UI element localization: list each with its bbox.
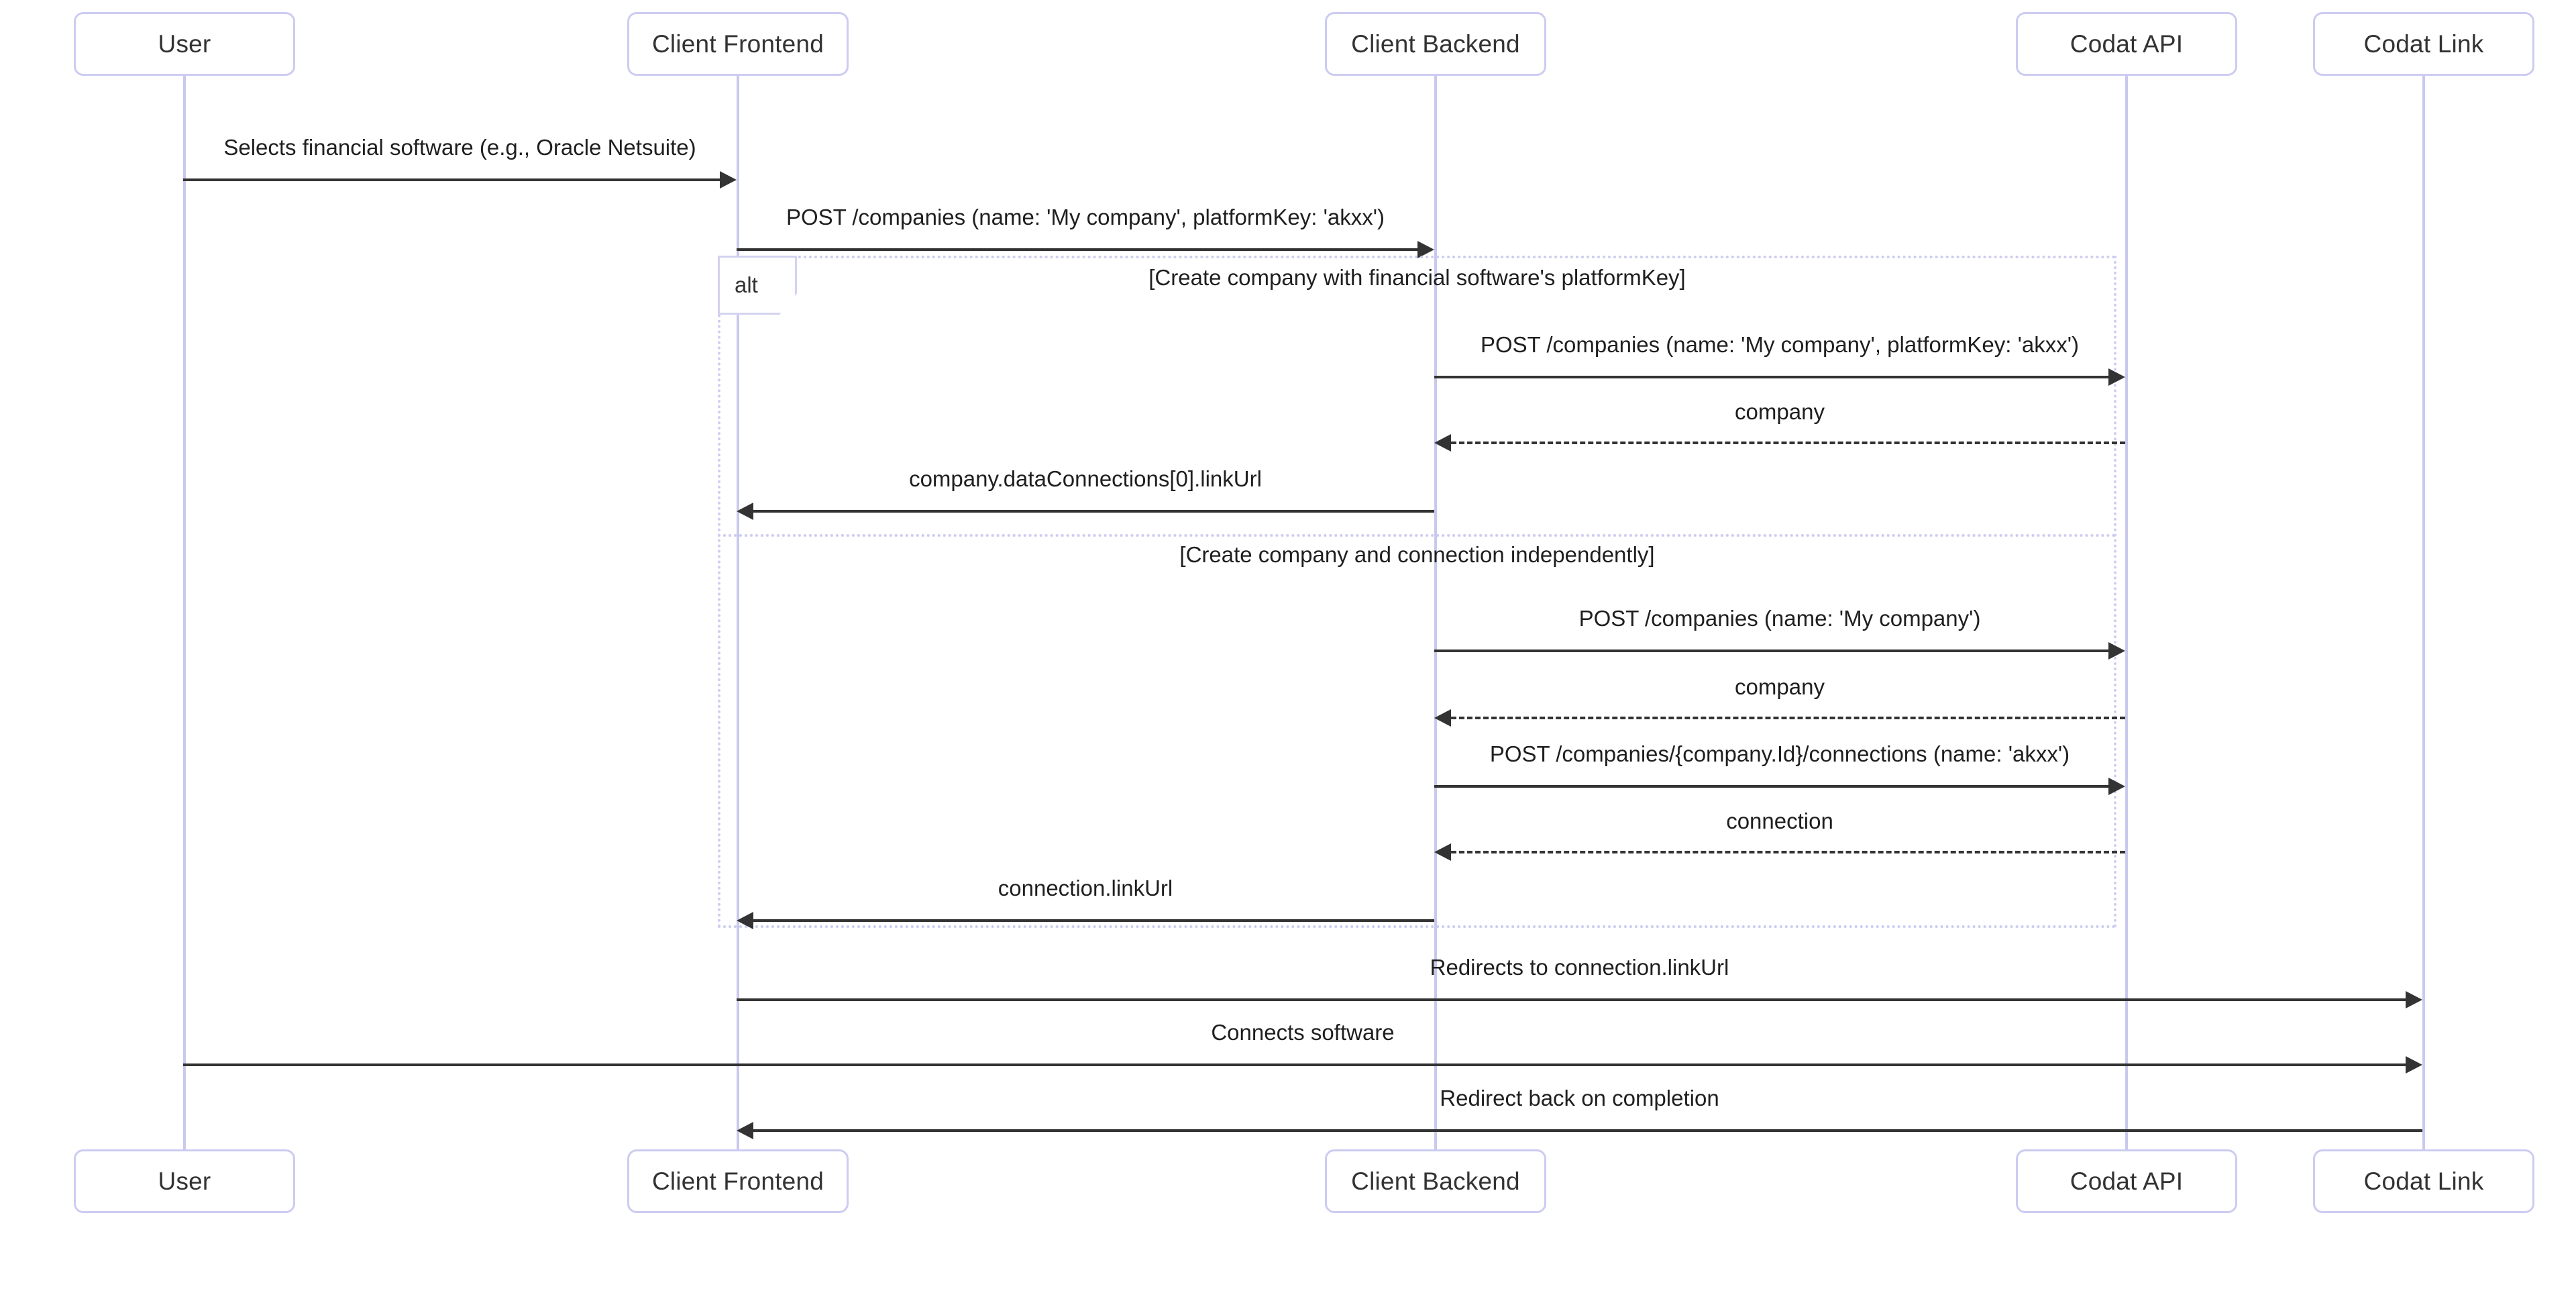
message-arrowhead-4 bbox=[737, 503, 753, 520]
message-label-5: POST /companies (name: 'My company') bbox=[1578, 606, 1981, 631]
message-line-1 bbox=[737, 248, 1417, 251]
actor-box-top-codat-link[interactable]: Codat Link bbox=[2313, 12, 2534, 76]
actor-box-top-client-frontend[interactable]: Client Frontend bbox=[627, 12, 849, 76]
message-label-0: Selects financial software (e.g., Oracle… bbox=[223, 135, 696, 160]
message-arrowhead-11 bbox=[2406, 1056, 2422, 1074]
message-line-4 bbox=[753, 510, 1434, 513]
alt-branch-condition-1: [Create company and connection independe… bbox=[1179, 542, 1655, 567]
alt-fragment-operator-label: alt bbox=[718, 256, 797, 315]
message-line-0 bbox=[183, 178, 720, 181]
message-label-11: Connects software bbox=[1211, 1020, 1395, 1045]
lifeline-codat-api bbox=[2125, 76, 2128, 1149]
message-line-7 bbox=[1434, 785, 2108, 788]
message-label-10: Redirects to connection.linkUrl bbox=[1430, 955, 1729, 980]
message-arrowhead-9 bbox=[737, 912, 753, 929]
lifeline-codat-link bbox=[2422, 76, 2425, 1149]
actor-box-top-user[interactable]: User bbox=[74, 12, 295, 76]
message-line-12 bbox=[753, 1129, 2422, 1132]
actor-box-bottom-user[interactable]: User bbox=[74, 1149, 295, 1213]
actor-box-bottom-codat-api[interactable]: Codat API bbox=[2016, 1149, 2237, 1213]
lifeline-client-frontend bbox=[737, 76, 739, 1149]
message-label-9: connection.linkUrl bbox=[998, 876, 1173, 900]
actor-box-top-codat-api[interactable]: Codat API bbox=[2016, 12, 2237, 76]
lifeline-user bbox=[183, 76, 186, 1149]
message-arrowhead-10 bbox=[2406, 991, 2422, 1008]
message-arrowhead-0 bbox=[720, 171, 737, 189]
message-label-3: company bbox=[1735, 399, 1825, 424]
message-line-11 bbox=[183, 1063, 2406, 1066]
actor-box-bottom-client-backend[interactable]: Client Backend bbox=[1325, 1149, 1546, 1213]
message-label-8: connection bbox=[1726, 809, 1833, 833]
message-arrowhead-8 bbox=[1434, 843, 1451, 861]
message-line-5 bbox=[1434, 650, 2108, 652]
message-line-10 bbox=[737, 998, 2406, 1001]
message-line-9 bbox=[753, 919, 1434, 922]
message-label-6: company bbox=[1735, 674, 1825, 699]
message-arrowhead-1 bbox=[1417, 241, 1434, 258]
alt-fragment-divider bbox=[718, 534, 2116, 537]
actor-box-top-client-backend[interactable]: Client Backend bbox=[1325, 12, 1546, 76]
actor-box-bottom-client-frontend[interactable]: Client Frontend bbox=[627, 1149, 849, 1213]
message-label-4: company.dataConnections[0].linkUrl bbox=[909, 466, 1262, 491]
message-arrowhead-7 bbox=[2108, 778, 2125, 795]
alt-branch-condition-0: [Create company with financial software'… bbox=[1148, 265, 1686, 290]
lifeline-client-backend bbox=[1434, 76, 1437, 1149]
message-line-8 bbox=[1451, 851, 2125, 853]
message-arrowhead-3 bbox=[1434, 434, 1451, 452]
message-line-2 bbox=[1434, 376, 2108, 378]
message-arrowhead-12 bbox=[737, 1122, 753, 1139]
message-label-1: POST /companies (name: 'My company', pla… bbox=[786, 205, 1385, 229]
message-line-3 bbox=[1451, 441, 2125, 444]
message-line-6 bbox=[1451, 717, 2125, 719]
message-label-12: Redirect back on completion bbox=[1440, 1086, 1719, 1110]
message-arrowhead-5 bbox=[2108, 642, 2125, 660]
actor-box-bottom-codat-link[interactable]: Codat Link bbox=[2313, 1149, 2534, 1213]
message-label-7: POST /companies/{company.Id}/connections… bbox=[1489, 741, 2070, 766]
message-arrowhead-2 bbox=[2108, 368, 2125, 386]
message-label-2: POST /companies (name: 'My company', pla… bbox=[1480, 332, 2080, 357]
message-arrowhead-6 bbox=[1434, 709, 1451, 727]
